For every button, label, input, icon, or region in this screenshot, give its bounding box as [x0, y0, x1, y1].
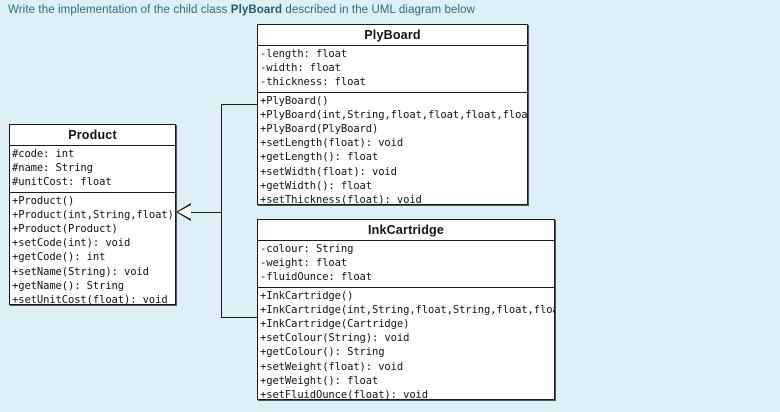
- uml-attributes-plyboard: -length: float -width: float -thickness:…: [258, 46, 527, 93]
- uml-method-row: +InkCartridge(): [260, 289, 354, 302]
- uml-method-row: +getName(): String: [12, 279, 124, 292]
- uml-attribute-row: -colour: String: [260, 243, 354, 255]
- uml-attributes-product: #code: int #name: String #unitCost: floa…: [10, 146, 175, 193]
- uml-methods-plyboard: +PlyBoard() +PlyBoard(int,String,float,f…: [258, 93, 528, 205]
- uml-method-row: +getCode(): int: [12, 251, 106, 264]
- uml-class-title-plyboard: PlyBoard: [258, 25, 527, 46]
- uml-method-row: +getWeight(): float: [260, 374, 379, 387]
- uml-methods-product: +Product() +Product(int,String,float) +P…: [10, 193, 175, 305]
- prompt-class-name: PlyBoard: [230, 4, 283, 16]
- uml-attribute-row: -length: float: [260, 48, 348, 60]
- uml-method-row: +Product(): [12, 194, 75, 207]
- generalization-trunk: [221, 104, 222, 318]
- uml-attribute-row: #unitCost: float: [12, 176, 112, 189]
- uml-method-row: +setThickness(float): void: [260, 194, 422, 205]
- prompt-text-before: Write the implementation of the child cl…: [8, 4, 228, 16]
- uml-attribute-row: -fluidOunce: float: [260, 271, 372, 284]
- generalization-stem: [190, 212, 222, 213]
- uml-method-row: +PlyBoard(): [260, 94, 329, 107]
- uml-method-row: +PlyBoard(int,String,float,float,float,f…: [260, 108, 528, 121]
- uml-attribute-row: -thickness: float: [260, 76, 366, 89]
- uml-method-row: +setColour(String): void: [260, 332, 410, 345]
- uml-class-title-inkcartridge: InkCartridge: [258, 220, 554, 241]
- uml-attribute-row: -weight: float: [260, 257, 348, 270]
- uml-method-row: +getColour(): String: [260, 346, 385, 359]
- uml-method-row: +Product(int,String,float): [12, 208, 174, 221]
- generalization-branch-plyboard: [221, 104, 258, 105]
- uml-attribute-row: #code: int: [12, 148, 75, 160]
- uml-attribute-row: -width: float: [260, 62, 341, 75]
- uml-method-row: +Product(Product): [12, 223, 118, 236]
- uml-method-row: +PlyBoard(PlyBoard): [260, 123, 379, 136]
- uml-methods-inkcartridge: +InkCartridge() +InkCartridge(int,String…: [258, 288, 555, 400]
- uml-class-inkcartridge[interactable]: InkCartridge -colour: String -weight: fl…: [257, 219, 555, 400]
- prompt-text-after: described in the UML diagram below: [285, 4, 476, 16]
- generalization-branch-inkcartridge: [221, 317, 258, 318]
- uml-class-product[interactable]: Product #code: int #name: String #unitCo…: [9, 124, 176, 305]
- uml-method-row: +setWeight(float): void: [260, 360, 404, 373]
- task-prompt: Write the implementation of the child cl…: [8, 2, 475, 18]
- uml-method-row: +setUnitCost(float): void: [12, 294, 168, 305]
- uml-class-title-product: Product: [10, 125, 175, 146]
- uml-method-row: +getLength(): float: [260, 151, 379, 164]
- uml-method-row: +setCode(int): void: [12, 237, 131, 250]
- uml-method-row: +setWidth(float): void: [260, 165, 397, 178]
- uml-method-row: +InkCartridge(int,String,float,String,fl…: [260, 303, 555, 316]
- uml-method-row: +setFluidOunce(float): void: [260, 389, 428, 400]
- uml-method-row: +getWidth(): float: [260, 179, 372, 192]
- uml-method-row: +InkCartridge(Cartridge): [260, 318, 410, 331]
- uml-class-plyboard[interactable]: PlyBoard -length: float -width: float -t…: [257, 24, 528, 205]
- uml-attributes-inkcartridge: -colour: String -weight: float -fluidOun…: [258, 241, 554, 288]
- uml-method-row: +setLength(float): void: [260, 137, 404, 150]
- uml-method-row: +setName(String): void: [12, 265, 149, 278]
- uml-attribute-row: #name: String: [12, 162, 93, 175]
